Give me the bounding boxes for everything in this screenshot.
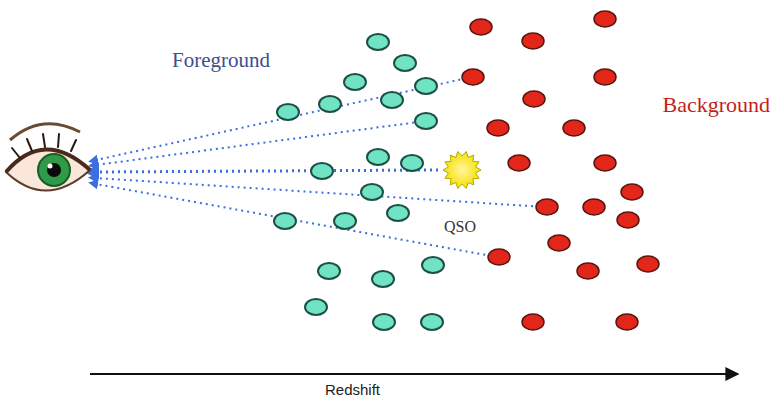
background-galaxy [508,155,530,171]
sight-line [96,121,426,165]
foreground-label: Foreground [172,48,270,73]
foreground-galaxy [361,184,383,200]
foreground-galaxy [277,104,299,120]
foreground-galaxy [367,149,389,165]
qso-star [443,152,481,189]
foreground-galaxy [415,113,437,129]
background-galaxy [470,19,492,35]
background-galaxy [522,314,544,330]
foreground-galaxy [274,213,296,229]
foreground-galaxy [334,213,356,229]
foreground-galaxy [387,205,409,221]
foreground-galaxy [401,155,423,171]
sight-line [96,178,545,207]
foreground-galaxy [344,74,366,90]
background-galaxy [523,91,545,107]
foreground-galaxy [421,314,443,330]
foreground-galaxy [367,34,389,50]
background-galaxy [487,120,509,136]
background-galaxy [616,314,638,330]
background-galaxy [577,263,599,279]
eye [6,124,90,191]
galaxy-dots [274,11,659,330]
foreground-galaxy [381,92,403,108]
background-galaxy [462,69,484,85]
background-galaxy [548,235,570,251]
background-galaxy [594,69,616,85]
sight-line [96,77,472,160]
background-galaxy [583,199,605,215]
background-galaxy [594,11,616,27]
background-galaxy [563,120,585,136]
qso-label: QSO [444,218,476,236]
redshift-axis [90,373,738,375]
foreground-galaxy [422,257,444,273]
background-galaxy [594,155,616,171]
foreground-galaxy [373,314,395,330]
sight-lines [96,77,545,257]
foreground-galaxy [311,163,333,179]
foreground-galaxy [394,55,416,71]
foreground-galaxy [318,263,340,279]
foreground-galaxy [319,96,341,112]
background-galaxy [488,249,510,265]
background-galaxy [522,33,544,49]
background-galaxy [621,184,643,200]
foreground-galaxy [305,299,327,315]
foreground-galaxy [415,78,437,94]
sight-line [96,184,497,257]
background-galaxy [617,212,639,228]
background-label: Background [662,92,770,118]
axis-label: Redshift [325,381,380,398]
background-galaxy [637,256,659,272]
qso-star [443,152,481,189]
foreground-galaxy [372,271,394,287]
sight-line [96,170,438,172]
background-galaxy [536,199,558,215]
